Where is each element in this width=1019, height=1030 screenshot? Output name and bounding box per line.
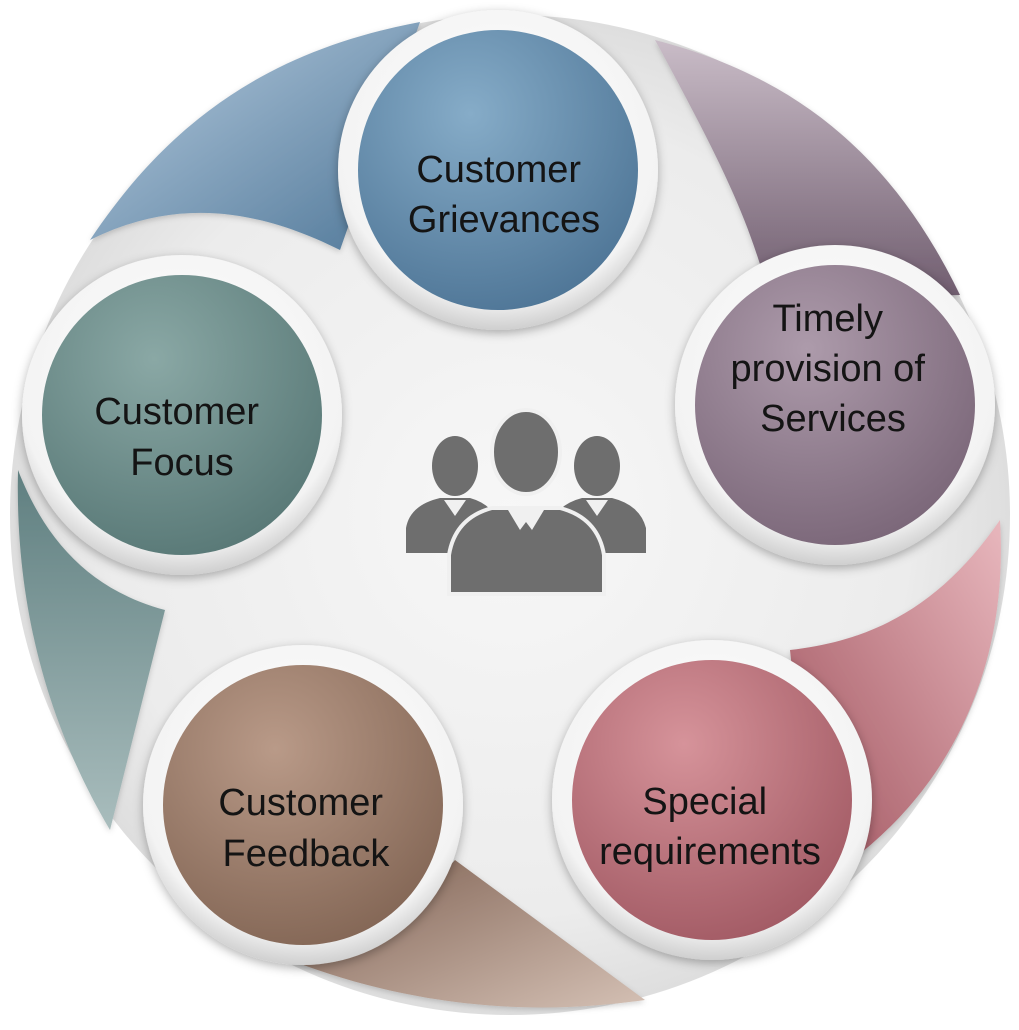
node-disc <box>572 660 852 940</box>
node-disc <box>695 265 975 545</box>
node-label: Customer Grievances <box>408 149 600 241</box>
node-disc <box>42 275 322 555</box>
swirl-segment-brown <box>290 860 645 1008</box>
node-label: Special requirements <box>599 781 821 873</box>
node-customer-feedback: Customer Feedback <box>143 645 463 965</box>
node-group: Customer Grievances Timely provision of … <box>22 10 995 965</box>
swirl-segment-teal <box>17 470 166 830</box>
node-customer-focus: Customer Focus <box>22 255 342 575</box>
node-label: Timely provision of Services <box>731 298 936 440</box>
people-group-icon <box>406 408 646 596</box>
swirl-segment-purple <box>655 40 960 300</box>
person-center-icon <box>447 408 606 596</box>
node-label: Customer Feedback <box>218 782 393 875</box>
swirl-segment-blue <box>90 22 420 250</box>
collar-left <box>444 500 466 516</box>
node-special-requirements: Special requirements <box>552 640 872 960</box>
node-label: Customer Focus <box>94 391 269 484</box>
node-timely-provision: Timely provision of Services <box>675 245 995 565</box>
node-disc <box>163 665 443 945</box>
swirl-ring <box>17 22 1001 1008</box>
collar-right <box>586 500 608 516</box>
node-customer-grievances: Customer Grievances <box>338 10 658 330</box>
node-disc <box>358 30 638 310</box>
